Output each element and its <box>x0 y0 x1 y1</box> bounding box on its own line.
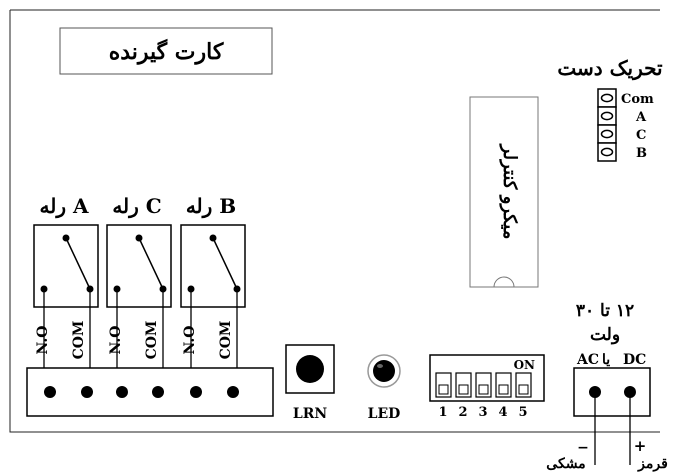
terminal-label-c-no: N.O <box>108 326 124 355</box>
dip-number-3: 3 <box>478 405 487 420</box>
neg-wire-label: مشکی <box>546 456 585 472</box>
dip-toggle-4[interactable] <box>495 372 512 398</box>
trigger-pin-c: C <box>636 128 646 143</box>
terminal-label-b-no: N.O <box>182 326 198 355</box>
power-type-ac: AC <box>576 352 599 368</box>
title-box <box>59 27 273 75</box>
board-outline <box>9 10 660 433</box>
power-type-sep: یا <box>602 352 610 368</box>
relay-wires <box>43 289 238 372</box>
power-type-dc: DC <box>623 352 646 368</box>
dip-number-1: 1 <box>438 405 447 420</box>
microcontroller-chip <box>469 96 539 288</box>
relay-terminal-block <box>26 367 274 417</box>
relay-a <box>33 224 99 308</box>
board-title: کارت گیرنده <box>109 38 224 65</box>
terminal-label-a-com: COM <box>71 321 87 360</box>
led-label: LED <box>368 406 401 422</box>
trigger-pin-com: Com <box>621 92 654 107</box>
power-unit: ولت <box>590 325 620 345</box>
learn-button[interactable] <box>285 344 335 394</box>
dip-toggle-3[interactable] <box>475 372 492 398</box>
dip-number-4: 4 <box>498 405 507 420</box>
relay-b <box>180 224 246 308</box>
pos-sign: + <box>634 437 647 455</box>
relay-label-b: رله B <box>186 194 236 219</box>
neg-sign: − <box>577 440 589 456</box>
dip-toggle-5[interactable] <box>515 372 532 398</box>
power-voltage: ۱۲ تا ۳۰ <box>576 301 634 321</box>
pos-wire-label: قرمز <box>637 456 668 472</box>
dip-switch <box>429 354 545 402</box>
terminal-label-b-com: COM <box>218 321 234 360</box>
dip-toggle-1[interactable] <box>435 372 452 398</box>
trigger-pin-b: B <box>636 146 647 161</box>
dip-toggle-2[interactable] <box>455 372 472 398</box>
relay-label-a: رله A <box>40 194 89 219</box>
dip-on-label: ON <box>514 358 535 372</box>
power-terminal-block <box>573 367 651 417</box>
microcontroller-label: میکرو کنترلر <box>499 143 520 240</box>
terminal-label-c-com: COM <box>144 321 160 360</box>
trigger-pin-header <box>597 88 617 162</box>
learn-button-label: LRN <box>293 406 327 422</box>
led-indicator <box>367 354 401 388</box>
dip-number-2: 2 <box>458 405 467 420</box>
relay-label-c: رله C <box>112 194 161 219</box>
dip-number-5: 5 <box>518 405 527 420</box>
power-wires <box>594 392 631 465</box>
terminal-label-a-no: N.O <box>35 326 51 355</box>
trigger-pin-a: A <box>635 110 647 125</box>
manual-trigger-title: تحریک دست <box>557 56 663 81</box>
relay-c <box>106 224 172 308</box>
